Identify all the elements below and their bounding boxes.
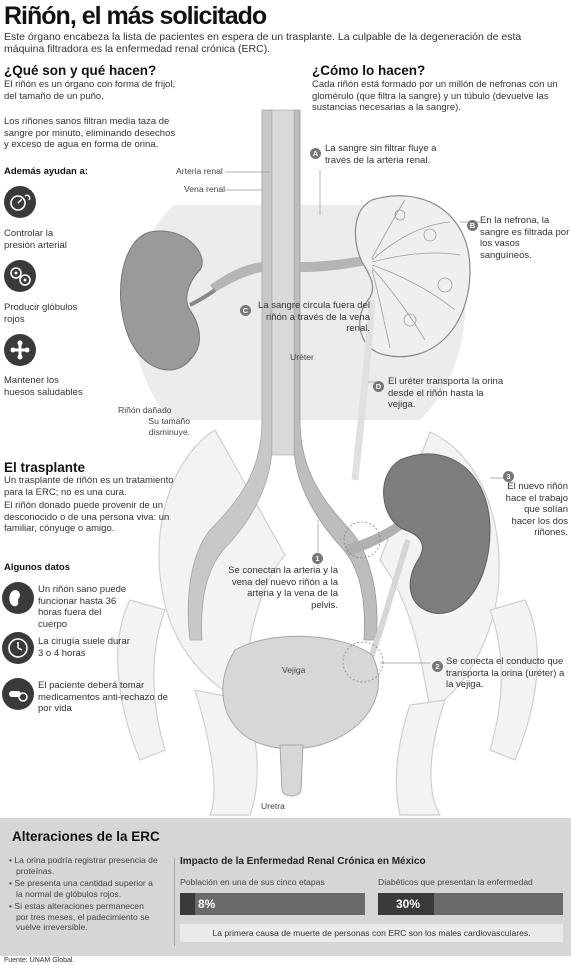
step-1-badge: 1 xyxy=(312,548,323,566)
transplant-paragraph-2: El riñón donado puede provenir de un des… xyxy=(4,500,170,534)
label-ureter: Uréter xyxy=(290,352,314,362)
erc-note: La primera causa de muerte de personas c… xyxy=(180,924,563,942)
ureter-tube xyxy=(351,299,376,481)
step-3-badge: 3 xyxy=(503,466,514,484)
impact-title: Impacto de la Enfermedad Renal Crónica e… xyxy=(180,856,426,867)
erc-bullet-3: • Si estas alteraciones permanecen por t… xyxy=(9,901,150,932)
what-heading: ¿Qué son y qué hacen? xyxy=(4,63,157,78)
label-urethra: Uretra xyxy=(261,801,285,811)
new-kidney xyxy=(383,453,491,614)
also-heading: Además ayudan a: xyxy=(4,166,88,177)
step-c-badge: C xyxy=(240,300,251,318)
bar-fill-2 xyxy=(378,893,434,915)
damaged-kidney-subtitle: Su tamaño disminuye. xyxy=(148,416,190,437)
step-d-badge: D xyxy=(373,376,384,394)
clock-icon xyxy=(2,632,34,664)
step-d-text: El uréter transporta la orina desde el r… xyxy=(388,376,504,410)
kidney-icon xyxy=(2,582,34,614)
red-blood-cells-icon xyxy=(4,260,36,292)
label-bladder: Vejiga xyxy=(282,665,306,675)
what-paragraph-1: El riñón es un órgano con forma de frijo… xyxy=(4,79,176,102)
transplant-heading: El trasplante xyxy=(4,460,86,475)
step-c-text: La sangre circula fuera del riñón a trav… xyxy=(258,300,370,334)
bar-label-2: Diabéticos que presentan la enfermedad xyxy=(378,877,533,887)
label-renal-vein: Vena renal xyxy=(184,184,226,194)
damaged-kidney-title: Riñón dañado xyxy=(118,405,172,415)
help-item-label-2: Producir glóbulos rojos xyxy=(4,302,78,325)
erc-bullet-1: • La orina podría registrar presencia de… xyxy=(9,855,158,876)
bar-fill-1 xyxy=(180,893,195,915)
facts-heading: Algunos datos xyxy=(4,562,70,573)
page-subtitle: Este órgano encabeza la lista de pacient… xyxy=(4,31,522,55)
bar-label-1: Población en una de sus cinco etapas xyxy=(180,877,325,887)
bar-value-1: 8% xyxy=(198,897,216,911)
damaged-kidney xyxy=(120,230,217,371)
fact-text-2: La cirugía suele durar 3 o 4 horas xyxy=(38,636,130,659)
anatomy-illustration xyxy=(117,109,538,816)
blood-pressure-icon xyxy=(4,186,36,218)
page-title: Riñón, el más solicitado xyxy=(4,2,267,30)
step-a-text: La sangre sin filtrar fluye a través de … xyxy=(325,143,437,166)
what-paragraph-2: Los riñones sanos filtran media taza de … xyxy=(4,116,176,150)
nephron-kidney-section xyxy=(354,195,471,358)
bar-value-2: 30% xyxy=(396,897,421,911)
step-b-badge: B xyxy=(467,215,478,233)
help-item-label-1: Controlar la presión arterial xyxy=(4,228,67,251)
step-2-badge: 2 xyxy=(432,656,443,674)
fact-text-1: Un riñón sano puede funcionar hasta 36 h… xyxy=(38,584,127,630)
bar-track-2: 30% xyxy=(378,893,563,915)
erc-heading: Alteraciones de la ERC xyxy=(12,829,160,844)
bones-icon xyxy=(4,334,36,366)
erc-bullets: • La orina podría registrar presencia de… xyxy=(8,855,158,933)
step-b-text: En la nefrona, la sangre es filtrada por… xyxy=(480,215,570,261)
fact-text-3: El paciente deberá tomar medicamentos an… xyxy=(38,680,168,714)
label-renal-artery: Arteria renal xyxy=(176,166,223,176)
bar-track-1: 8% xyxy=(180,893,365,915)
step-3-text: El nuevo riñón hace el trabajo que solía… xyxy=(505,481,568,538)
how-heading: ¿Cómo lo hacen? xyxy=(312,63,426,78)
source-note: Fuente: UNAM Global. xyxy=(4,957,75,964)
new-ureter xyxy=(367,539,411,662)
how-paragraph: Cada riñón está formado por un millón de… xyxy=(312,79,558,113)
pills-icon xyxy=(2,678,34,710)
step-a-badge: A xyxy=(310,143,321,161)
transplant-paragraph-1: Un trasplante de riñón es un tratamiento… xyxy=(4,475,174,498)
panel-divider xyxy=(174,858,175,946)
bladder xyxy=(222,635,379,797)
great-vessels xyxy=(187,109,404,641)
step-1-text: Se conectan la arteria y la vena del nue… xyxy=(228,565,338,611)
help-item-label-3: Mantener los huesos saludables xyxy=(4,375,83,398)
step-2-text: Se conecta el conducto que transporta la… xyxy=(446,656,565,690)
erc-bullet-2: • Se presenta una cantidad superior a la… xyxy=(9,878,153,899)
